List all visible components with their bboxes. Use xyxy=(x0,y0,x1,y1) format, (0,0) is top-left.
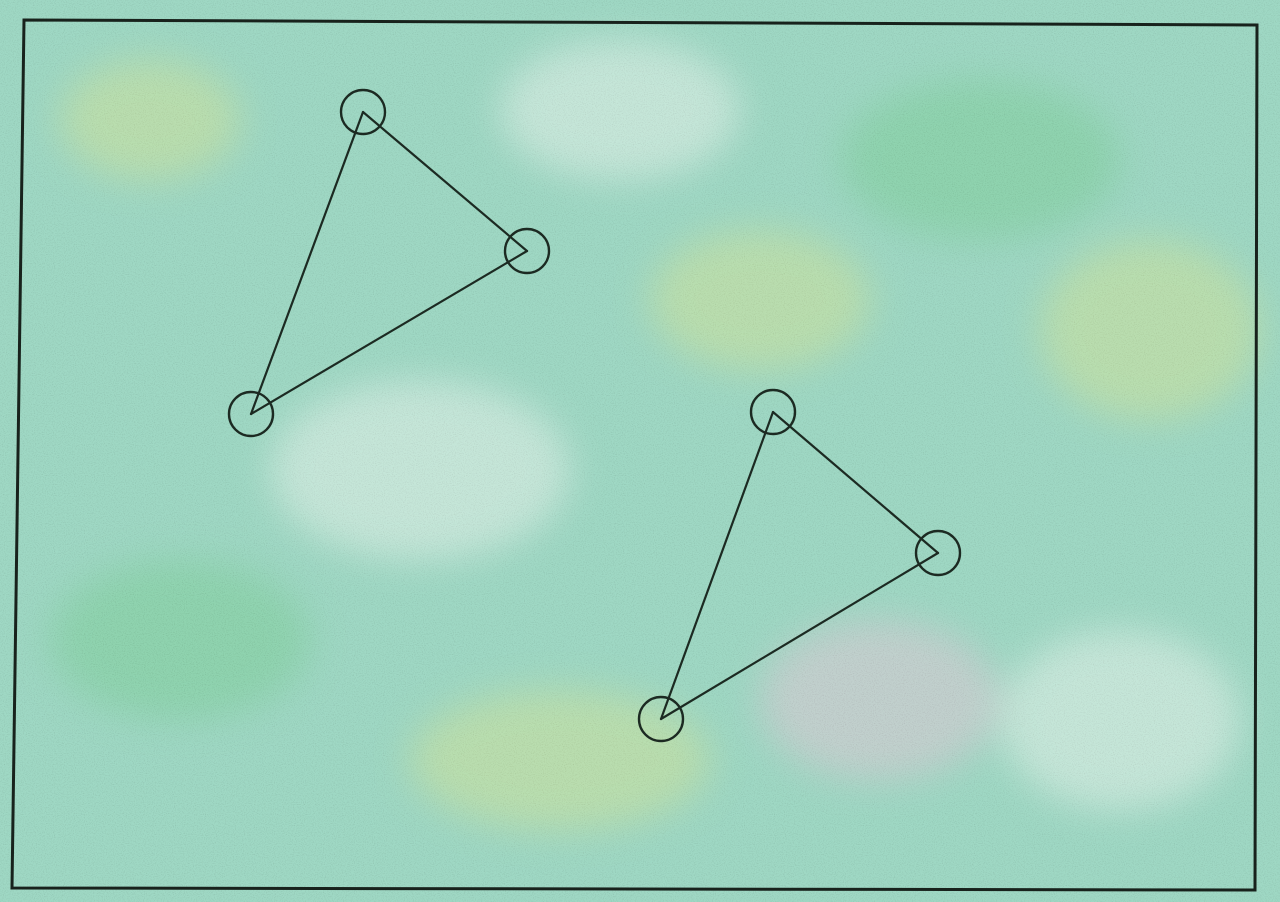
edge xyxy=(249,110,365,416)
edge xyxy=(361,110,529,253)
border-frame xyxy=(10,18,1259,892)
vertex xyxy=(339,88,387,136)
edge xyxy=(771,410,940,555)
vertex xyxy=(637,695,685,743)
edge xyxy=(659,410,775,721)
vertex xyxy=(914,529,962,577)
vertex xyxy=(503,227,551,275)
vertex xyxy=(227,390,275,438)
graph-1 xyxy=(227,88,551,438)
edge xyxy=(659,551,940,721)
graph-2 xyxy=(637,388,962,743)
edge xyxy=(249,249,529,416)
vertex xyxy=(749,388,797,436)
